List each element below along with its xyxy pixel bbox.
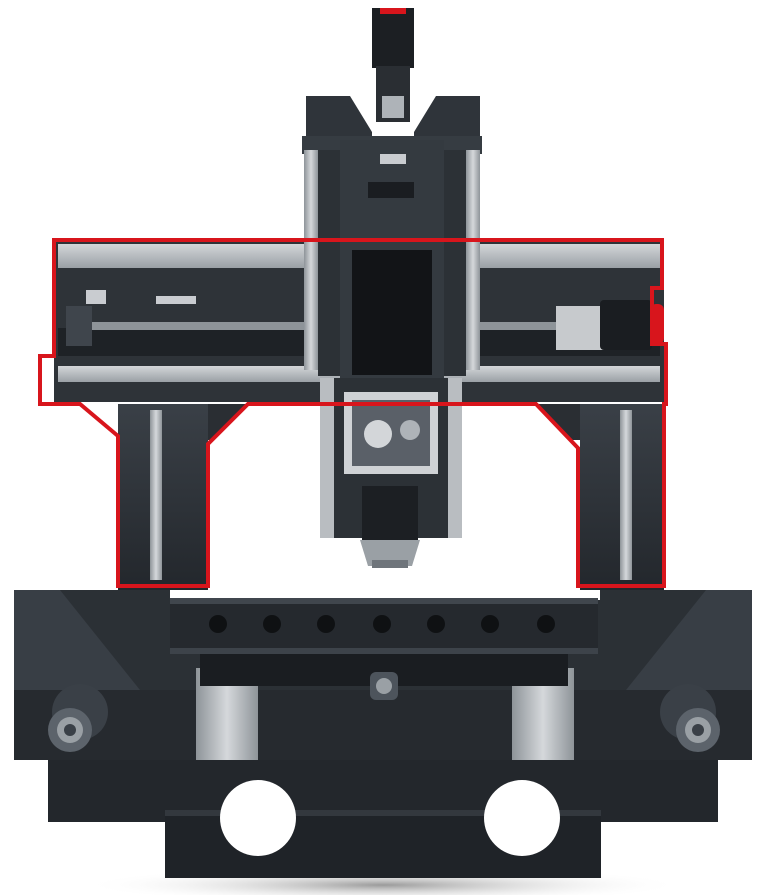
bearing-housing-left [48,684,108,752]
gantry-columns [118,404,664,590]
bearing-housing-right [660,684,720,752]
spindle-head [302,8,482,568]
x-axis-motor [556,300,664,350]
z-axis-motor [372,8,414,68]
gantry-highlight-outline [38,238,668,588]
work-table [170,598,598,700]
base-hole-right [484,780,560,856]
base-hole-left [220,780,296,856]
